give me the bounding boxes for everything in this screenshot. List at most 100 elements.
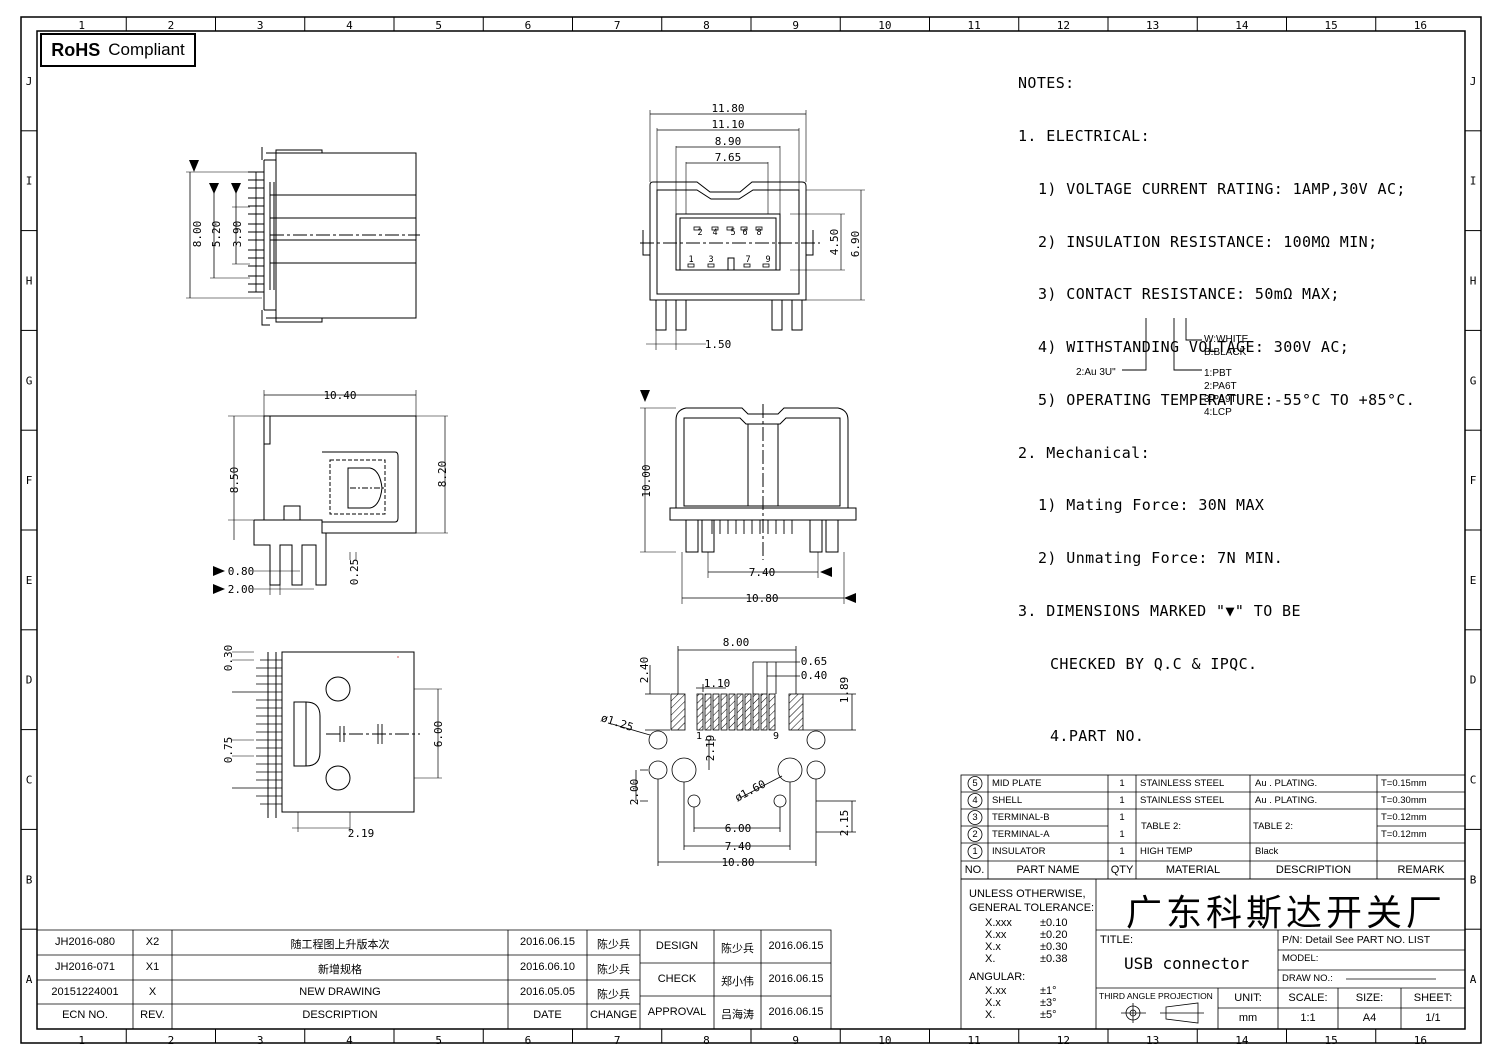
- tol-key: X.x: [985, 941, 1001, 953]
- angular-key: X.xx: [985, 985, 1007, 997]
- note-e5: 5) OPERATING TEMPERATURE:-55°C TO +85°C.: [1038, 390, 1416, 409]
- bom-qty: 1: [1119, 812, 1125, 823]
- dim-left-3-90: 3.90: [231, 221, 244, 248]
- frame-row-label: E: [1470, 574, 1477, 587]
- approval-name: 郑小伟: [721, 976, 754, 988]
- rev-by: 陈少兵: [597, 964, 630, 976]
- angular-value: ±3°: [1040, 997, 1057, 1009]
- pin-label-3: 3: [708, 255, 713, 265]
- dim-side-10-40: 10.40: [323, 389, 356, 402]
- dim-pcb-1-89: 1.89: [838, 677, 851, 704]
- note-m1: 1) Mating Force: 30N MAX: [1038, 496, 1265, 515]
- frame-row-label: A: [1470, 973, 1477, 986]
- check-marker-0-80: [213, 566, 225, 576]
- tol-title2: GENERAL TOLERANCE:: [969, 902, 1095, 914]
- frame-row-label: C: [1470, 774, 1477, 787]
- angular-key: X.: [985, 1009, 996, 1021]
- scale-label: SCALE:: [1288, 992, 1328, 1004]
- code-plating: 2:Au 3U": [1076, 367, 1116, 378]
- notes-mechanical: 2. Mechanical:: [1018, 443, 1151, 462]
- check-marker-10-00: [640, 390, 650, 402]
- dim-front-1-50: 1.50: [705, 338, 732, 351]
- dim-front-7-65: 7.65: [715, 151, 742, 164]
- frame-labels: 1122334455667788991010111112121313141415…: [26, 19, 1477, 1047]
- frame-col-label: 5: [435, 1034, 442, 1047]
- bom-description: Au . PLATING.: [1255, 778, 1318, 789]
- tol-value: ±0.20: [1040, 929, 1068, 941]
- frame-col-label: 8: [703, 19, 710, 32]
- notes-title: NOTES:: [1018, 74, 1075, 93]
- dim-pcb-7-40: 7.40: [725, 840, 752, 853]
- drawing-title: USB connector: [1124, 954, 1250, 973]
- notes-electrical: 1. ELECTRICAL:: [1018, 126, 1151, 145]
- rev-ecn: JH2016-071: [55, 961, 115, 973]
- pin-label-8: 8: [756, 228, 761, 238]
- frame-row-label: G: [1470, 374, 1477, 387]
- frame-col-label: 4: [346, 1034, 353, 1047]
- frame-row-label: I: [1470, 175, 1477, 188]
- frame-col-label: 7: [614, 1034, 621, 1047]
- scale-value: 1:1: [1300, 1012, 1316, 1024]
- part-number: P/N: Detail See PART NO. LIST: [1282, 934, 1431, 946]
- company-name: 广东科斯达开关厂: [1126, 893, 1447, 934]
- title-block-grid: [37, 774, 1466, 1030]
- frame-col-label: 12: [1057, 19, 1070, 32]
- rev-date: 2016.06.15: [519, 936, 576, 948]
- rev-header-desc: DESCRIPTION: [302, 1009, 378, 1021]
- dim-pcb-10-80: 10.80: [721, 856, 754, 869]
- size-label: SIZE:: [1355, 992, 1384, 1004]
- rohs-text: Compliant: [108, 40, 185, 59]
- rear-view: [640, 404, 857, 604]
- tol-title1: UNLESS OTHERWISE,: [969, 888, 1086, 900]
- frame-row-label: B: [1470, 873, 1477, 886]
- dim-left-5-20: 5.20: [210, 221, 223, 248]
- projection-label: THIRD ANGLE PROJECTION: [1099, 991, 1213, 1001]
- model-label: MODEL:: [1282, 953, 1319, 964]
- tol-angular: ANGULAR:: [969, 971, 1026, 983]
- check-marker-8-00: [189, 160, 199, 172]
- projection-symbol: [1121, 1002, 1204, 1024]
- frame-col-label: 2: [168, 1034, 175, 1047]
- note-m2: 2) Unmating Force: 7N MIN.: [1038, 549, 1284, 568]
- rev-ecn: 20151224001: [51, 986, 119, 998]
- bom-qty: 1: [1119, 795, 1125, 806]
- rev-header-change: CHANGE: [589, 1009, 638, 1021]
- note-e4: 4) WITHSTANDING VOLTAGE: 300V AC;: [1038, 338, 1350, 357]
- rev-by: 陈少兵: [597, 989, 630, 1001]
- dim-pcb-8-00: 8.00: [723, 636, 750, 649]
- dim-pcb-d125: ø1.25: [599, 711, 635, 734]
- frame-row-label: A: [26, 973, 33, 986]
- bom-part-name: TERMINAL-A: [992, 829, 1050, 840]
- dim-side-0-80: 0.80: [228, 565, 255, 578]
- frame-col-label: 10: [878, 19, 891, 32]
- note-e3: 3) CONTACT RESISTANCE: 50mΩ MAX;: [1038, 285, 1340, 304]
- drawno-label: DRAW NO.:: [1282, 973, 1333, 984]
- frame-col-label: 3: [257, 19, 264, 32]
- left-side-view: [186, 147, 420, 326]
- check-marker-3-90: [231, 183, 241, 194]
- frame-col-label: 9: [792, 19, 799, 32]
- rev-by: 陈少兵: [597, 939, 630, 951]
- unit-value: mm: [1238, 1012, 1258, 1024]
- dim-rear-7-40: 7.40: [749, 566, 776, 579]
- pcb-pin-9: 9: [773, 731, 779, 742]
- front-view: [640, 110, 865, 350]
- side-view: [228, 390, 448, 595]
- bottom-view: [232, 651, 442, 832]
- rev-rev: X: [148, 986, 157, 998]
- rev-desc: 新增规格: [318, 964, 362, 976]
- dim-pcb-d160: ø1.60: [733, 777, 768, 804]
- frame-col-label: 16: [1414, 1034, 1427, 1047]
- frame-row-label: J: [1470, 75, 1477, 88]
- dim-front-11-10: 11.10: [711, 118, 744, 131]
- dim-pcb-1-10: 1.10: [704, 677, 731, 690]
- pin-label-5: 5: [730, 228, 735, 238]
- note-dim2: CHECKED BY Q.C & IPQC.: [1050, 654, 1258, 673]
- note-e1: 1) VOLTAGE CURRENT RATING: 1AMP,30V AC;: [1038, 179, 1406, 198]
- frame-col-label: 13: [1146, 1034, 1159, 1047]
- title-label: TITLE:: [1100, 934, 1134, 946]
- bom-table2-material: TABLE 2:: [1141, 821, 1181, 832]
- dim-side-8-20: 8.20: [436, 461, 449, 488]
- bom-table2-desc: TABLE 2:: [1253, 821, 1293, 832]
